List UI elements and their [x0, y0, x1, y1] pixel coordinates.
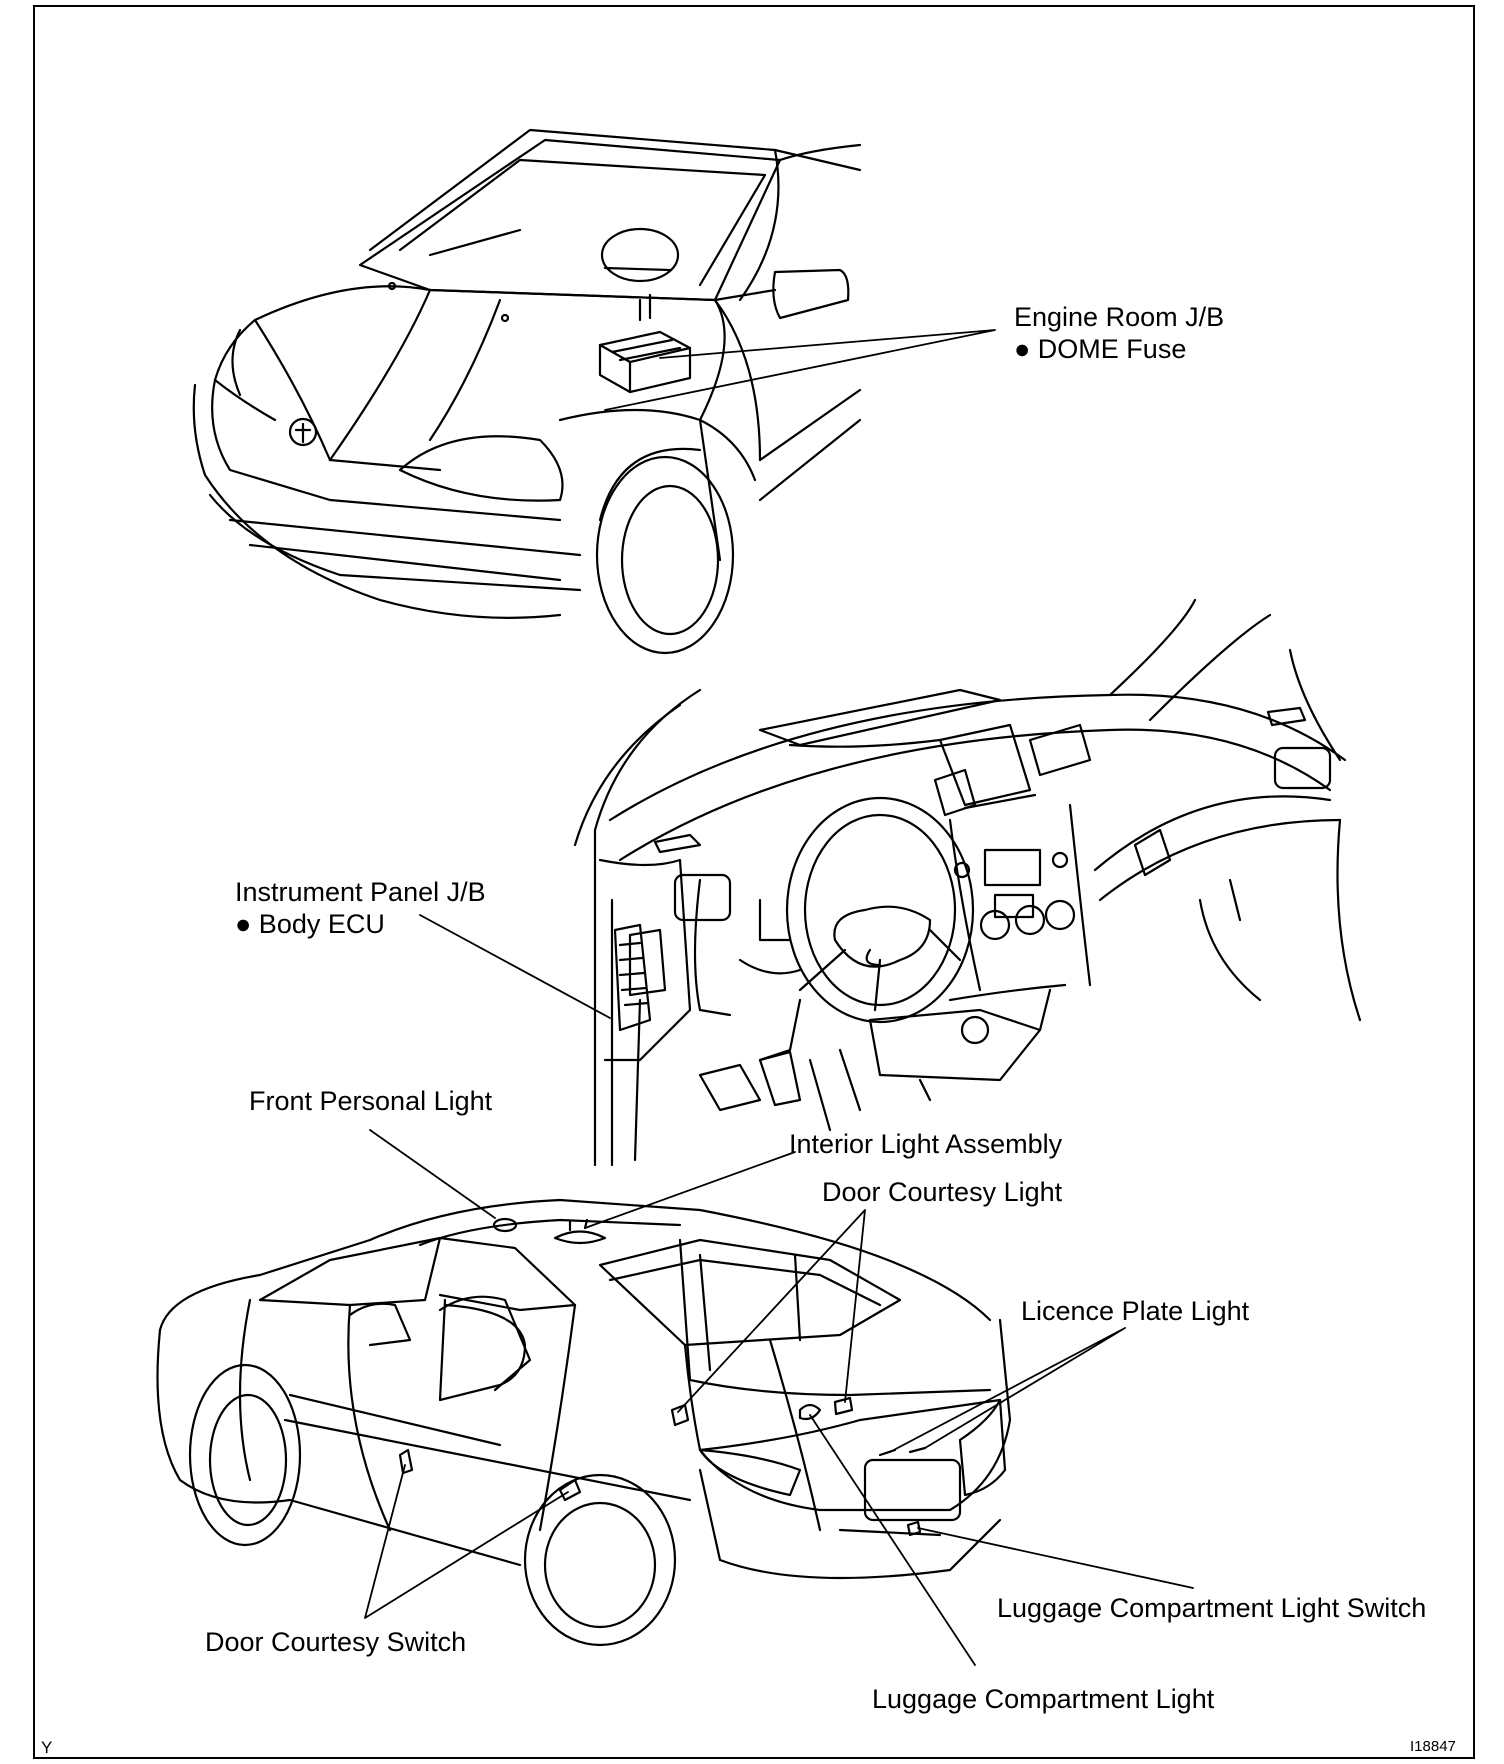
instrument-panel-jb-label: Instrument Panel J/B [235, 877, 486, 907]
engine-room-jb-label: Engine Room J/B [1014, 302, 1225, 332]
licence-plate-light-label: Licence Plate Light [1021, 1296, 1250, 1326]
luggage-compartment-light-switch-label: Luggage Compartment Light Switch [997, 1593, 1427, 1623]
leader-engine-room-jb [604, 329, 996, 411]
corner-mark-y: Y [41, 1738, 53, 1757]
leader-luggage-compartment-light [809, 1414, 976, 1666]
leader-licence-plate-light [889, 1327, 1126, 1453]
leader-door-courtesy-switch [364, 1464, 569, 1619]
leader-door-courtesy-light [677, 1209, 866, 1413]
front-car-drawing [192, 128, 862, 655]
body-ecu-label: ● Body ECU [235, 909, 385, 939]
door-courtesy-light-label: Door Courtesy Light [822, 1177, 1063, 1207]
leader-interior-light-assembly [584, 1151, 796, 1229]
rear-car-drawing [156, 1198, 1012, 1647]
leader-lines [364, 329, 1194, 1666]
luggage-compartment-light-label: Luggage Compartment Light [872, 1684, 1215, 1714]
figure-frame [33, 5, 1475, 1759]
leader-instrument-panel-jb [419, 914, 611, 1019]
leader-luggage-compartment-light-switch [917, 1527, 1194, 1589]
interior-light-assembly-label: Interior Light Assembly [789, 1129, 1063, 1159]
door-courtesy-switch-label: Door Courtesy Switch [205, 1627, 467, 1657]
dashboard-drawing [573, 598, 1362, 1167]
front-personal-light-label: Front Personal Light [249, 1086, 493, 1116]
dome-fuse-label: ● DOME Fuse [1014, 334, 1187, 364]
leader-front-personal-light [369, 1129, 496, 1219]
figure-id: I18847 [1410, 1738, 1456, 1755]
